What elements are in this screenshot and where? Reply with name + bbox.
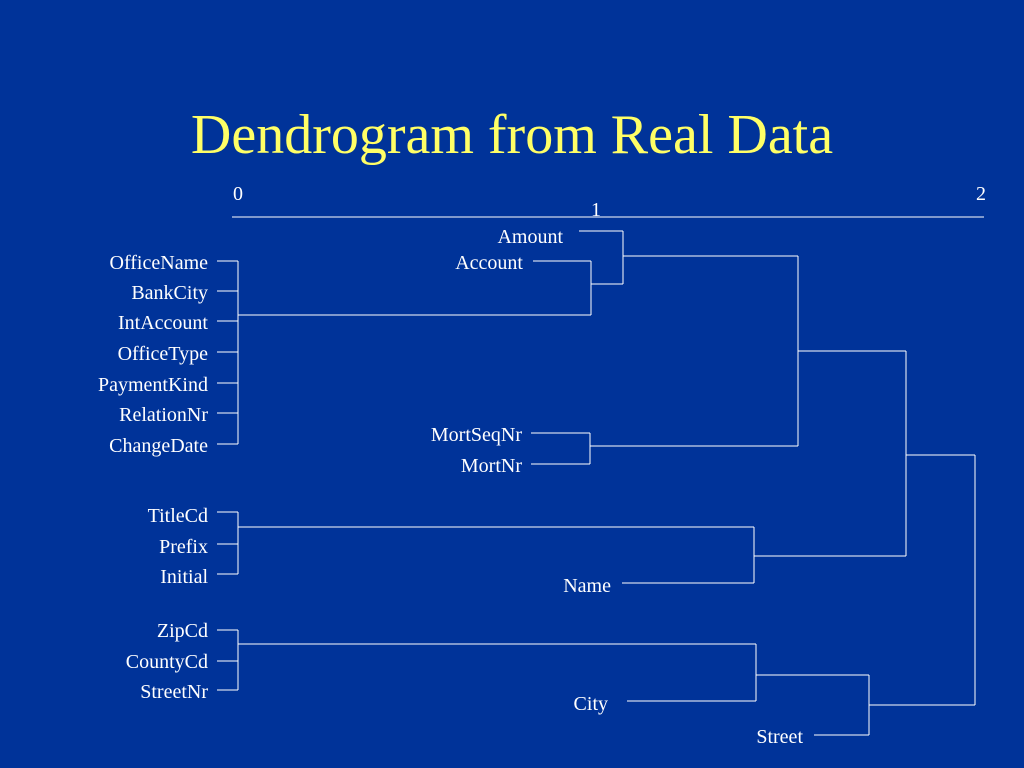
leaf-officename: OfficeName (110, 252, 209, 274)
leaf-initial: Initial (160, 566, 208, 588)
slide-title: Dendrogram from Real Data (190, 104, 834, 166)
leaf-paymentkind: PaymentKind (98, 374, 208, 396)
leaf-streetnr: StreetNr (140, 681, 208, 703)
scale-tick-0: 0 (233, 183, 243, 205)
leaf-prefix: Prefix (159, 536, 208, 558)
leaf-city: City (574, 693, 608, 715)
scale-tick-2: 2 (976, 183, 986, 205)
leaf-intaccount: IntAccount (118, 312, 208, 334)
leaf-mortnr: MortNr (461, 455, 522, 477)
leaf-changedate: ChangeDate (109, 435, 208, 457)
tree-group-a (217, 260, 591, 445)
leaf-zipcd: ZipCd (157, 620, 208, 642)
tree-account-cluster (533, 230, 798, 315)
leaf-relationnr: RelationNr (119, 404, 208, 426)
leaf-titlecd: TitleCd (148, 505, 208, 527)
scale-tick-1: 1 (591, 199, 601, 221)
leaf-name: Name (563, 575, 611, 597)
tree-group-c (217, 455, 976, 736)
leaf-street: Street (756, 726, 803, 748)
tree-group-b (217, 351, 975, 584)
leaf-account: Account (455, 252, 523, 274)
tree-mort-cluster (531, 256, 906, 465)
leaf-amount: Amount (497, 226, 563, 248)
leaf-countycd: CountyCd (126, 651, 208, 673)
leaf-bankcity: BankCity (131, 282, 208, 304)
leaf-mortseqnr: MortSeqNr (431, 424, 522, 446)
leaf-officetype: OfficeType (118, 343, 209, 365)
